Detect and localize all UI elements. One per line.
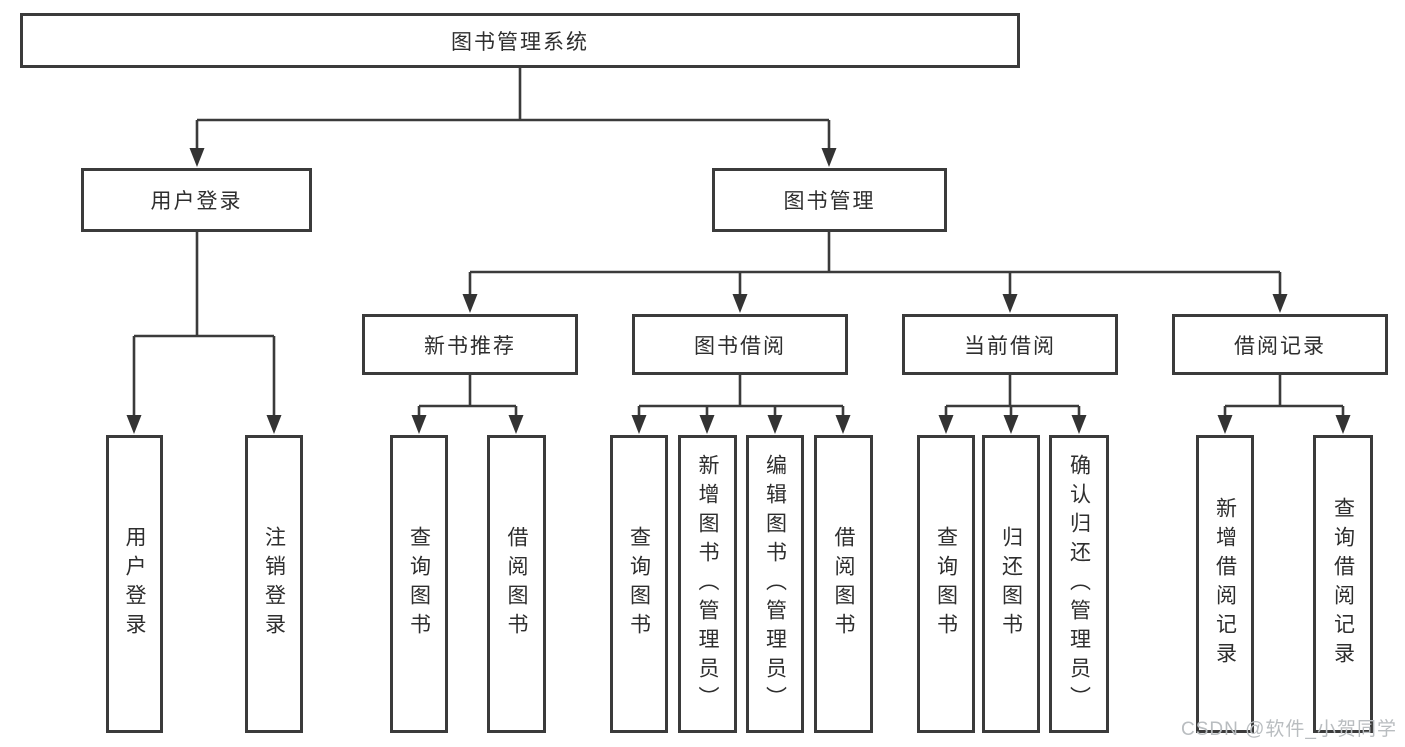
arrowhead-icons [126,148,1351,434]
leaf-edit-books-admin: 编辑图书（管理员） [746,435,804,733]
node-current-borrowing: 当前借阅 [902,314,1118,375]
leaf-logout: 注销登录 [245,435,303,733]
leaf-confirm-return-admin: 确认归还（管理员） [1049,435,1109,733]
leaf-query-borrow-record: 查询借阅记录 [1313,435,1373,733]
leaf-query-books: 查询图书 [390,435,448,733]
leaf-query-books: 查询图书 [610,435,668,733]
node-book-management: 图书管理 [712,168,947,232]
node-new-book-recommendation: 新书推荐 [362,314,578,375]
node-borrowing-records: 借阅记录 [1172,314,1388,375]
leaf-add-books-admin: 新增图书（管理员） [678,435,737,733]
node-root-library-management-system: 图书管理系统 [20,13,1020,68]
leaf-borrow-books: 借阅图书 [814,435,873,733]
leaf-add-borrow-record: 新增借阅记录 [1196,435,1254,733]
leaf-user-login: 用户登录 [106,435,163,733]
leaf-return-books: 归还图书 [982,435,1040,733]
leaf-borrow-books: 借阅图书 [487,435,546,733]
leaf-query-books: 查询图书 [917,435,975,733]
watermark: CSDN @软件_小贺同学 [1181,719,1397,740]
node-user-login: 用户登录 [81,168,312,232]
node-book-borrowing: 图书借阅 [632,314,848,375]
